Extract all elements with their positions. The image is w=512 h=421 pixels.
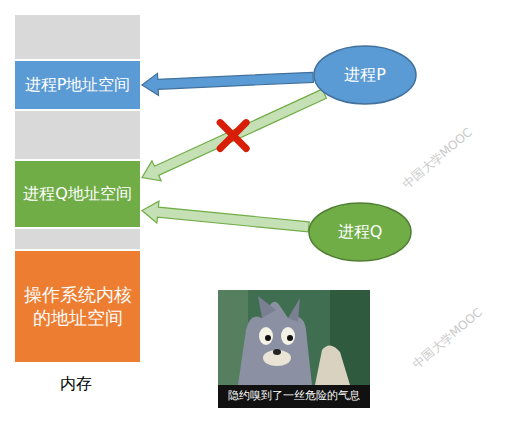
node-text: 操作系统内核的地址空间 (21, 284, 134, 329)
watermark: 中国大学MOOC (400, 124, 477, 192)
process-ellipse: 进程P (313, 45, 417, 105)
cat-meme-picture (218, 290, 370, 408)
blocked-cross (220, 123, 246, 149)
watermark: 中国大学MOOC (410, 304, 487, 372)
memory-divider (15, 109, 140, 111)
node-text: 进程Q地址空间 (23, 184, 132, 204)
memory-column (15, 15, 140, 362)
memory-label: 内存 (60, 374, 92, 395)
memory-divider (15, 227, 140, 229)
address-space-box: 进程Q地址空间 (15, 161, 140, 227)
access-arrow (142, 89, 326, 181)
node-text: 进程P地址空间 (25, 75, 131, 95)
kernel-space-box: 操作系统内核的地址空间 (15, 251, 140, 362)
process-ellipse: 进程Q (308, 202, 412, 262)
node-text: 进程Q (338, 222, 383, 242)
node-text: 进程P (344, 65, 386, 85)
access-arrow (142, 72, 313, 95)
address-space-box: 进程P地址空间 (15, 61, 140, 109)
meme-caption: 隐约嗅到了一丝危险的气息 (218, 388, 370, 403)
access-arrow (142, 201, 309, 232)
